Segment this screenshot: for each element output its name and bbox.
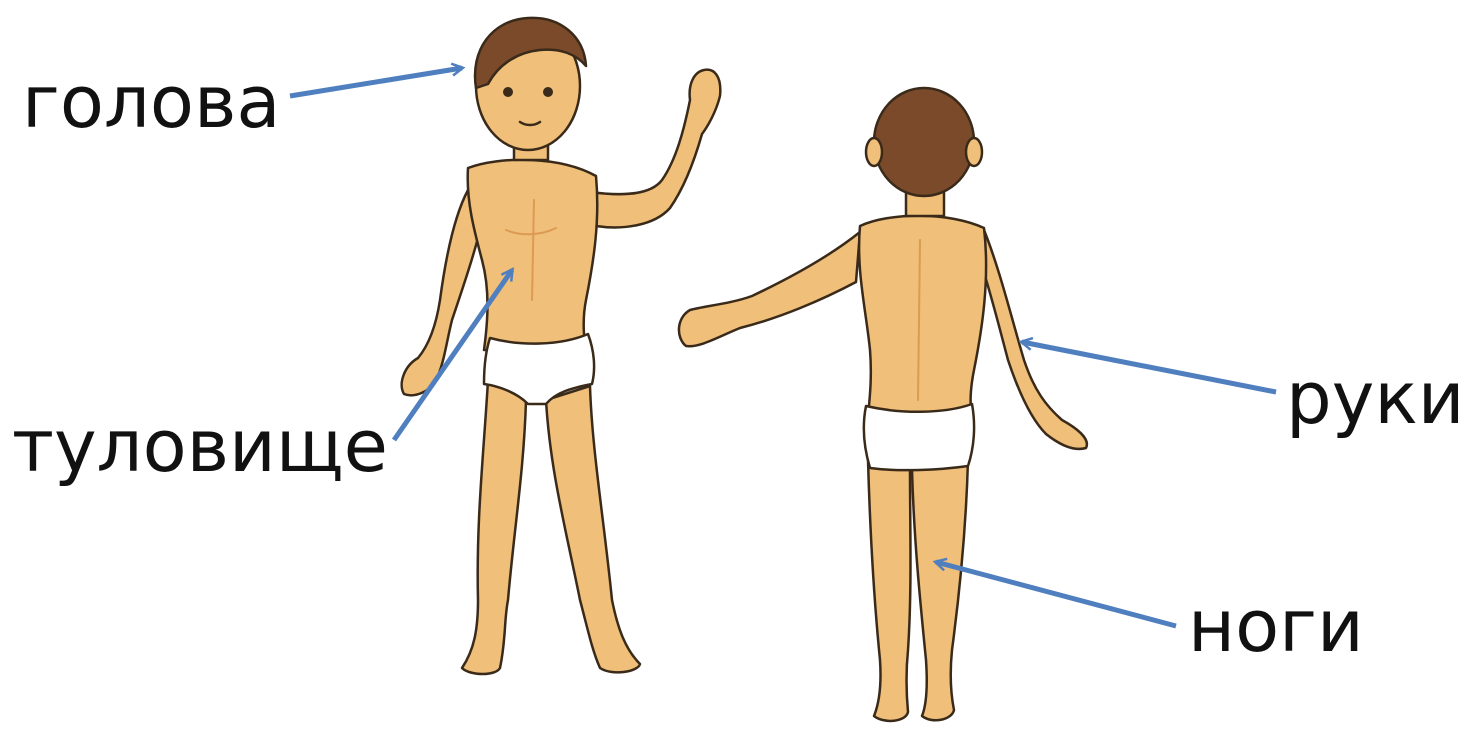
front-right-arm xyxy=(590,70,720,228)
back-left-leg xyxy=(868,460,911,721)
torso-label: туловище xyxy=(12,410,388,482)
arms-label: руки xyxy=(1286,362,1465,434)
front-left-leg xyxy=(462,380,526,674)
back-right-leg xyxy=(912,460,968,720)
back-briefs xyxy=(864,404,974,470)
front-right-leg xyxy=(546,386,640,672)
legs-label: ноги xyxy=(1188,590,1364,662)
arms-arrow xyxy=(1022,342,1276,392)
legs-arrow xyxy=(936,562,1176,626)
back-right-arm xyxy=(980,230,1087,449)
head-arrow xyxy=(290,68,462,96)
boy-front-figure xyxy=(402,18,721,674)
boy-back-figure xyxy=(679,88,1087,721)
back-torso xyxy=(859,216,986,416)
back-left-arm xyxy=(679,232,860,346)
back-head xyxy=(874,88,974,196)
head-label: голова xyxy=(22,66,281,138)
